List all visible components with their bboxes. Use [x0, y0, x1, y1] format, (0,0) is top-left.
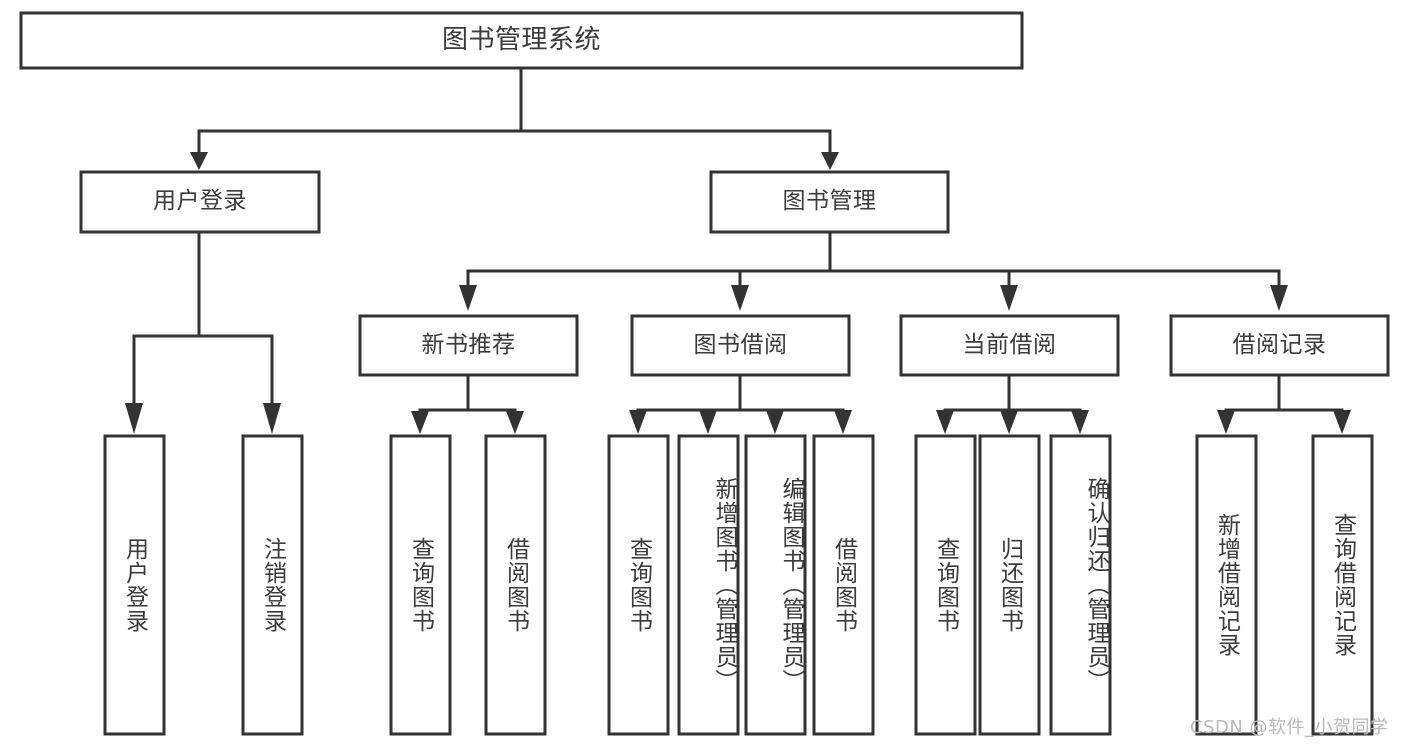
leaf-box-borrow-records-1[interactable]: [1195, 434, 1258, 736]
arrow-br-leaf-2: [1333, 410, 1351, 434]
leaf-box-current-borrow-3[interactable]: [1049, 434, 1112, 736]
arrow-to-book-manage: [821, 152, 839, 170]
arrow-bb-leaf-2: [699, 410, 717, 434]
node-book-borrow-box[interactable]: [630, 314, 851, 377]
leaf-box-current-borrow-2[interactable]: [978, 434, 1041, 736]
leaf-box-current-borrow-1[interactable]: [914, 434, 977, 736]
node-book-manage-box[interactable]: [709, 170, 950, 234]
node-new-book-box[interactable]: [358, 314, 579, 377]
leaf-box-new-book-1[interactable]: [389, 434, 452, 736]
csdn-watermark: CSDN @软件_小贺同学: [1190, 717, 1389, 738]
leaf-box-user-login-1[interactable]: [103, 434, 166, 736]
leaf-box-borrow-records-2[interactable]: [1311, 434, 1374, 736]
arrow-cb-leaf-2: [1000, 410, 1018, 434]
arrow-nb-leaf-2: [506, 411, 524, 434]
arrow-to-borrow-records: [1270, 285, 1288, 311]
arrow-to-current-borrow: [1000, 285, 1018, 311]
arrow-cb-leaf-1: [936, 410, 954, 434]
leaf-box-book-borrow-3[interactable]: [744, 434, 807, 736]
leaf-box-book-borrow-2[interactable]: [677, 434, 740, 736]
arrow-ul-leaf-1: [125, 403, 143, 434]
node-borrow-records-box[interactable]: [1169, 314, 1390, 377]
arrow-bb-leaf-3: [766, 410, 784, 434]
arrow-br-leaf-1: [1217, 410, 1235, 434]
leaf-box-book-borrow-4[interactable]: [812, 434, 875, 736]
leaf-box-new-book-2[interactable]: [484, 434, 547, 736]
arrow-to-book-borrow: [731, 285, 749, 311]
arrow-to-user-login: [190, 152, 208, 170]
arrow-cb-leaf-3: [1071, 410, 1089, 434]
arrow-ul-leaf-2: [263, 403, 281, 434]
arrow-bb-leaf-1: [629, 410, 647, 434]
node-root-box[interactable]: [19, 11, 1024, 70]
node-current-borrow-box[interactable]: [899, 314, 1120, 377]
leaf-box-user-login-2[interactable]: [241, 434, 304, 736]
node-user-login-box[interactable]: [79, 170, 321, 234]
leaf-box-book-borrow-1[interactable]: [607, 434, 670, 736]
arrow-bb-leaf-4: [834, 410, 852, 434]
arrow-nb-leaf-1: [411, 411, 429, 434]
arrow-to-new-book: [459, 285, 477, 311]
